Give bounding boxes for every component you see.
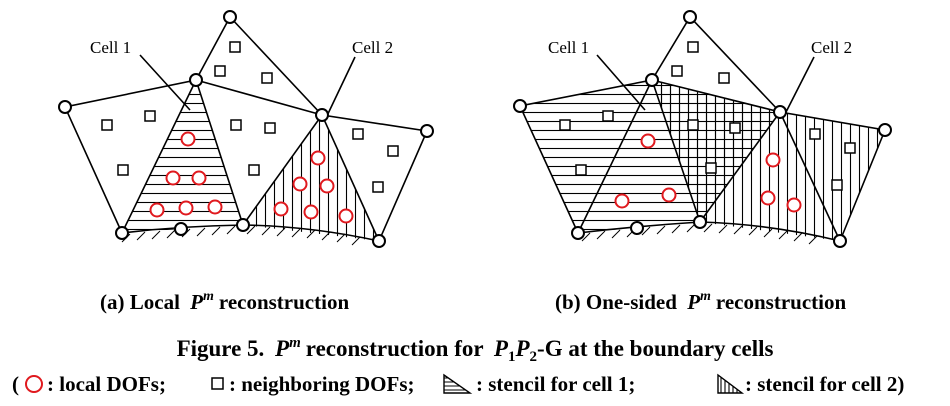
neighbor-dof (575, 164, 587, 176)
neighbor-dof (687, 41, 699, 53)
neighbor-dof (687, 119, 699, 131)
neighbor-dof (372, 181, 384, 193)
neighbor-dof (230, 119, 242, 131)
panel-b-local-dofs (614, 133, 802, 213)
panel-a-nodes (58, 10, 434, 248)
neighbor-dof (844, 142, 856, 154)
neighbor-dof (718, 72, 730, 84)
neighbor-dof (214, 65, 226, 77)
neighbor-dof (559, 119, 571, 131)
neighbor-dof (729, 122, 741, 134)
neighbor-dof (602, 110, 614, 122)
panel-b-overlap-hatch (652, 80, 780, 222)
local-dof (178, 200, 194, 216)
local-dof (207, 199, 223, 215)
local-dof (661, 187, 677, 203)
panel-b-cell2-label: Cell 2 (811, 38, 852, 57)
neighbor-dof (144, 110, 156, 122)
legend-stencil1-icon (443, 373, 473, 394)
local-dof (786, 197, 802, 213)
neighbor-dof (264, 122, 276, 134)
panel-a-local-dofs (149, 131, 354, 224)
panel-b-nodes (513, 10, 892, 248)
legend-stencil2-text: : stencil for cell 2) (745, 372, 904, 396)
local-dof (273, 201, 289, 217)
neighbor-dof (705, 162, 717, 174)
local-dof (614, 193, 630, 209)
local-dof (640, 133, 656, 149)
local-dof (180, 131, 196, 147)
panel-b-stencil1-hatch (520, 80, 700, 233)
local-dof (760, 190, 776, 206)
neighbor-dof (387, 145, 399, 157)
panel-b-cell1-label: Cell 1 (548, 38, 589, 57)
neighbor-dof (809, 128, 821, 140)
legend-stencil2-icon (717, 373, 745, 394)
neighbor-dof (671, 65, 683, 77)
legend-local-dof-icon (25, 375, 43, 393)
legend-local-text: : local DOFs; (47, 372, 166, 396)
svg-text:(: ( (12, 372, 19, 396)
neighbor-dof (229, 41, 241, 53)
local-dof (310, 150, 326, 166)
neighbor-dof (101, 119, 113, 131)
local-dof (191, 170, 207, 186)
local-dof (338, 208, 354, 224)
local-dof (292, 176, 308, 192)
panel-a-cell1-label: Cell 1 (90, 38, 131, 57)
panel-b-neighbor-dofs (559, 41, 856, 191)
local-dof (303, 204, 319, 220)
panel-a-cell2-label: Cell 2 (352, 38, 393, 57)
legend: ( : local DOFs; : neighboring DOFs; : st… (12, 372, 904, 396)
neighbor-dof (352, 128, 364, 140)
neighbor-dof (117, 164, 129, 176)
local-dof (319, 178, 335, 194)
panel-a-cell1-hatch (122, 80, 243, 233)
local-dof (149, 202, 165, 218)
neighbor-dof (831, 179, 843, 191)
local-dof (765, 152, 781, 168)
legend-neighbor-dof-icon (211, 377, 224, 390)
panel-a-neighbor-dofs (101, 41, 399, 193)
legend-neighbor-text: : neighboring DOFs; (229, 372, 415, 396)
neighbor-dof (248, 164, 260, 176)
neighbor-dof (261, 72, 273, 84)
legend-stencil1-text: : stencil for cell 1; (476, 372, 635, 396)
local-dof (165, 170, 181, 186)
